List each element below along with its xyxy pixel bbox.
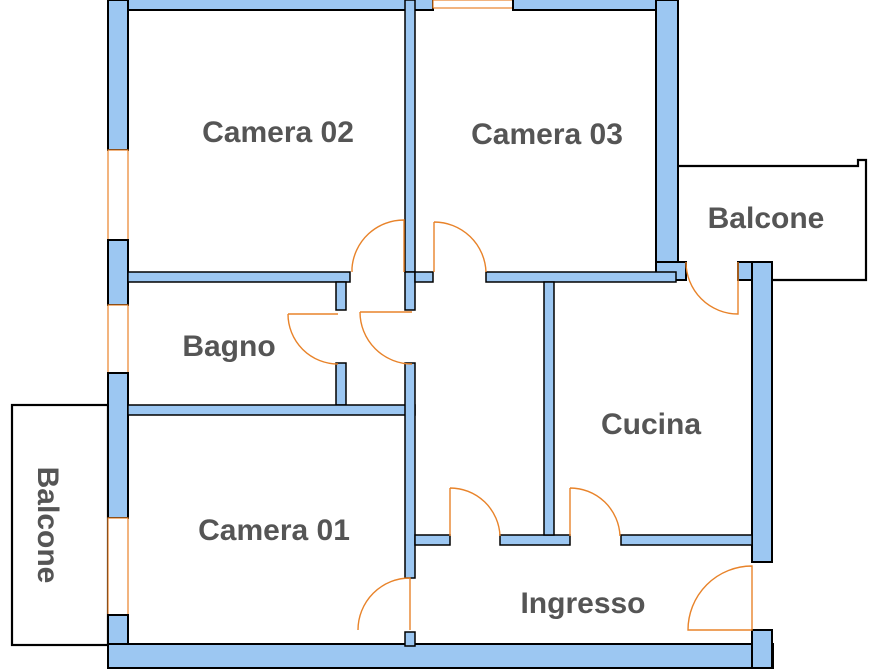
- wall-top-right: [512, 0, 679, 11]
- door-balcony-east: [685, 261, 739, 315]
- wall-right-bottom: [751, 629, 773, 669]
- wall-corridor-bottom-mid: [499, 534, 571, 546]
- door-camera-02: [351, 219, 405, 272]
- wall-cucina-left: [543, 281, 555, 536]
- balcony-west: [10, 403, 110, 647]
- wall-left-2: [107, 239, 129, 306]
- room-label-balcone-east: Balcone: [708, 202, 825, 235]
- wall-cam02-cam03: [404, 0, 416, 273]
- wall-bagno-bottom: [127, 404, 416, 416]
- wall-cam01-right-bottom: [404, 631, 416, 647]
- door-camera-01: [357, 577, 411, 631]
- wall-top-left: [107, 0, 434, 11]
- wall-cam03-bottom-left: [414, 271, 434, 283]
- door-corridor: [359, 311, 413, 365]
- window-top: [432, 0, 514, 9]
- wall-cam01-right-top: [404, 362, 416, 579]
- door-ingresso-left: [449, 487, 501, 537]
- room-label-camera-02: Camera 02: [202, 116, 354, 149]
- wall-bottom: [107, 643, 774, 669]
- room-label-balcone-west: Balcone: [31, 467, 64, 584]
- wall-bagno-right-bottom: [335, 362, 347, 406]
- room-label-bagno: Bagno: [182, 330, 275, 363]
- window-left-1: [107, 149, 129, 241]
- wall-corridor-bottom-left: [414, 534, 451, 546]
- door-camera-03: [433, 221, 487, 273]
- door-cucina: [569, 487, 621, 537]
- wall-left-1: [107, 0, 129, 151]
- wall-bagno-right-top: [335, 281, 347, 311]
- room-label-ingresso: Ingresso: [520, 587, 645, 620]
- wall-left-3: [107, 372, 129, 519]
- room-label-camera-01: Camera 01: [198, 514, 350, 547]
- wall-cam03-bottom-right: [485, 271, 677, 283]
- door-entrance: [687, 565, 753, 631]
- room-label-camera-03: Camera 03: [471, 118, 623, 151]
- wall-cucina-bottom: [620, 534, 753, 546]
- wall-right-upper: [655, 0, 679, 281]
- wall-right-lower: [751, 261, 773, 563]
- door-bagno: [287, 313, 339, 365]
- window-left-3: [107, 517, 129, 616]
- window-left-2: [107, 304, 129, 374]
- balcony-east: [676, 158, 868, 282]
- room-label-cucina: Cucina: [601, 408, 701, 441]
- wall-cam02-bottom: [127, 271, 351, 283]
- wall-cam02-cam03-b: [404, 271, 416, 311]
